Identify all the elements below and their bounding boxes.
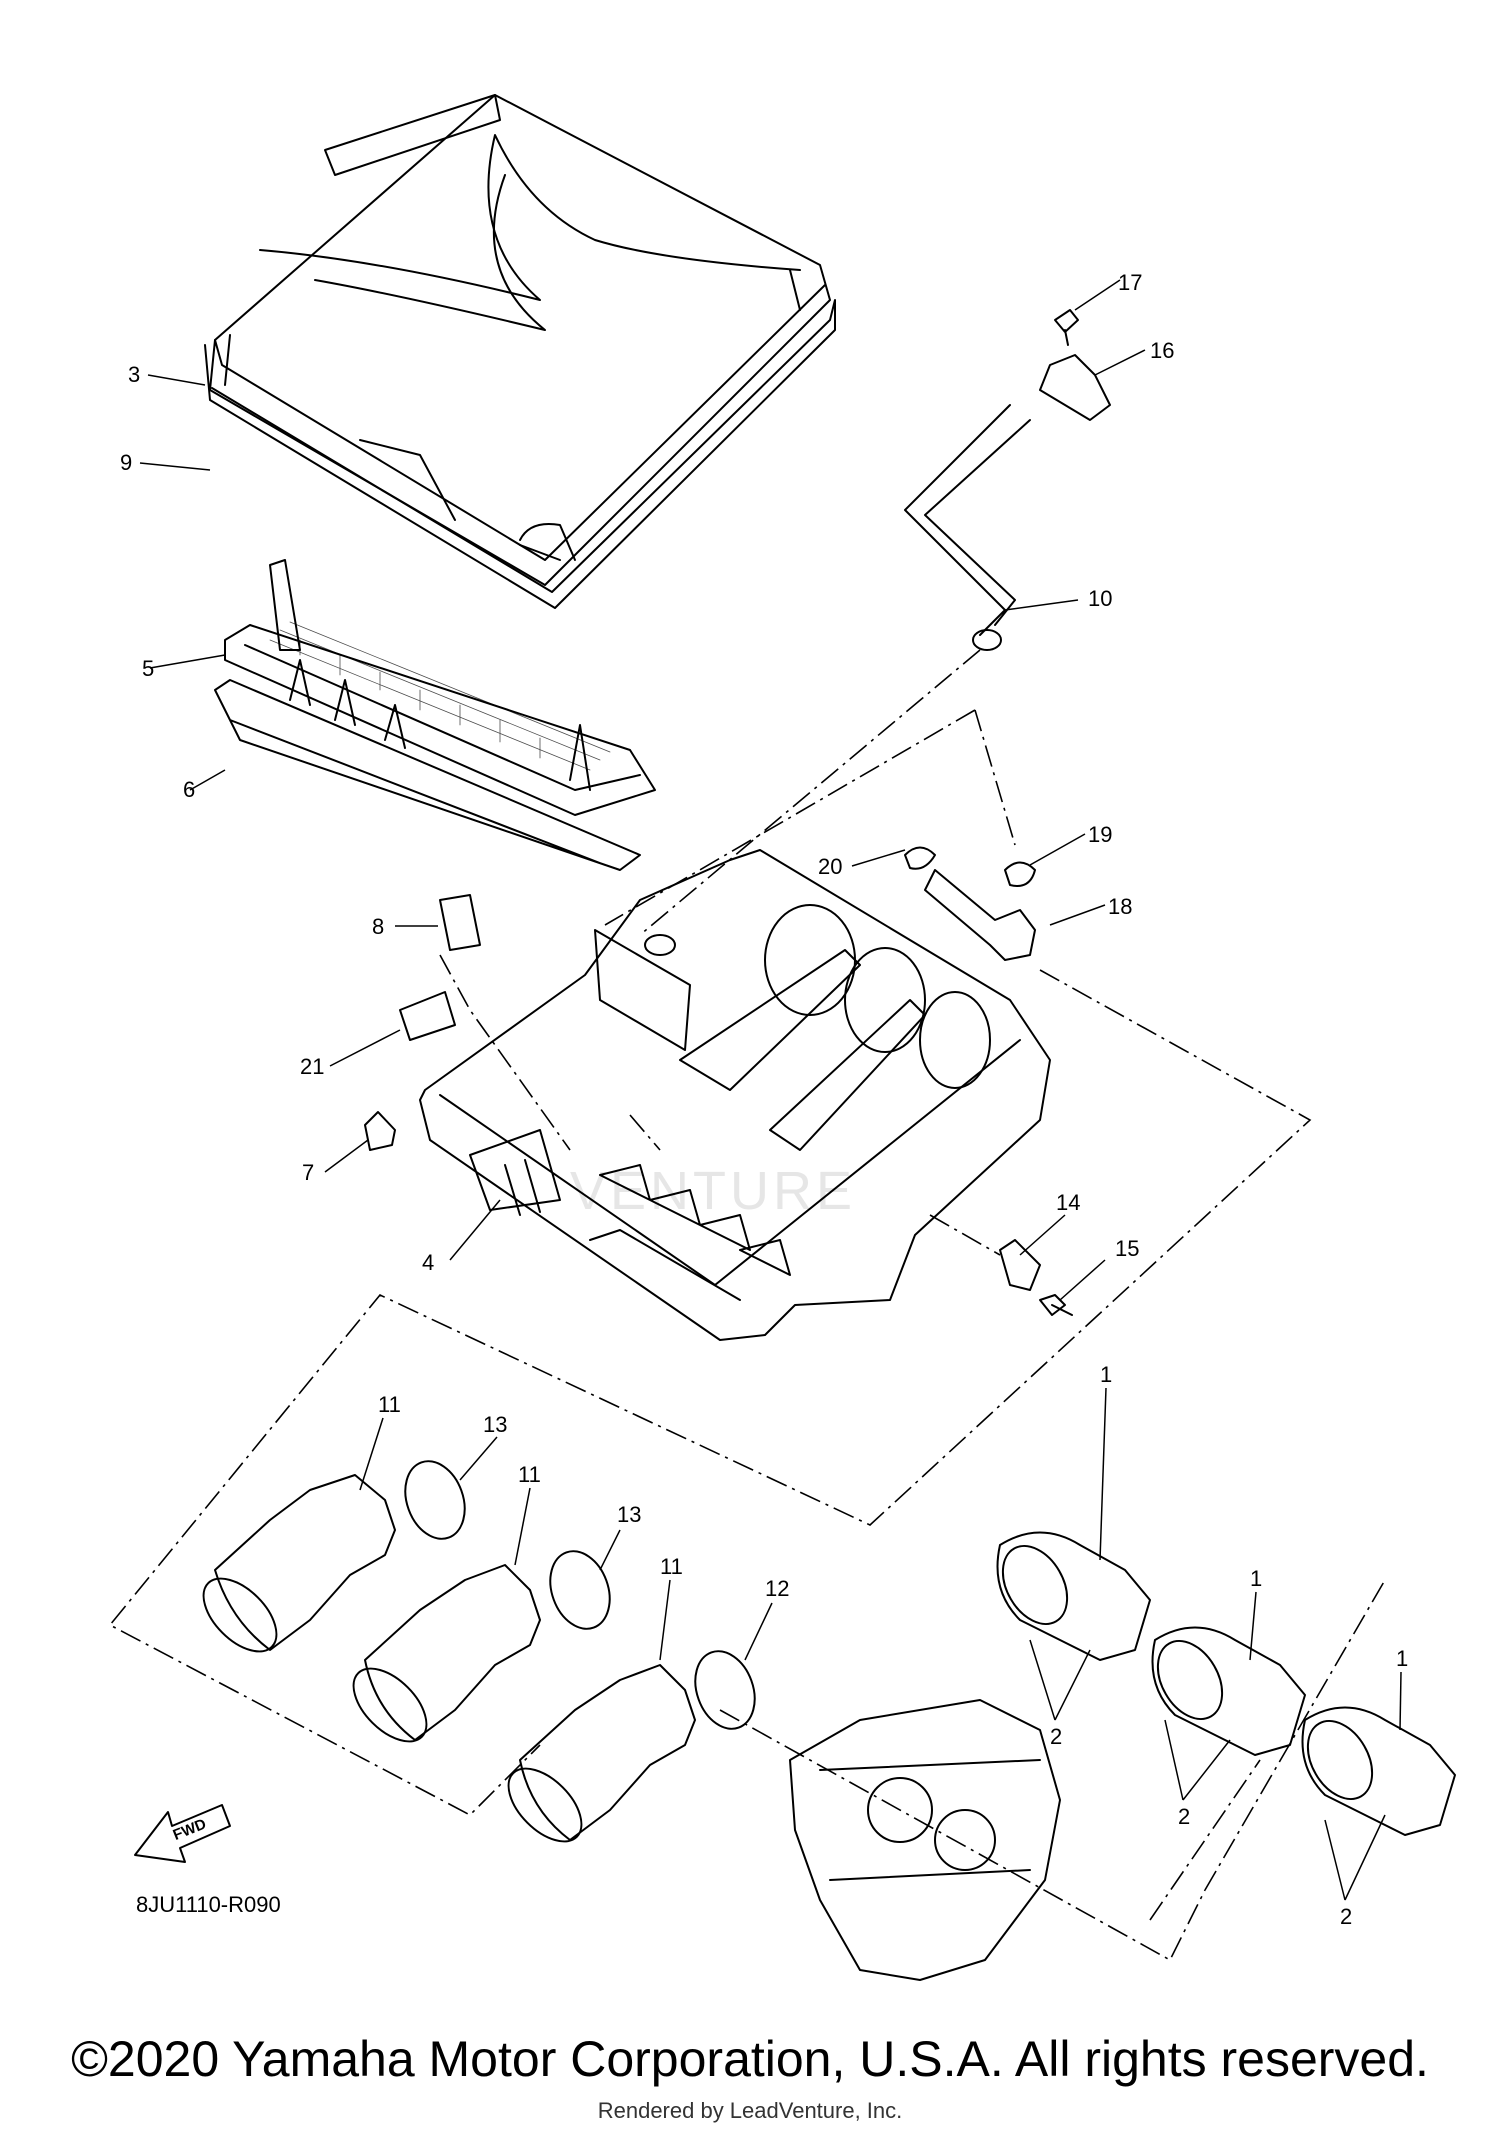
label-15: 15 xyxy=(1115,1236,1139,1261)
label-1c: 1 xyxy=(1396,1646,1408,1671)
label-12: 12 xyxy=(765,1576,789,1601)
label-11b: 11 xyxy=(518,1462,541,1487)
joints xyxy=(996,1531,1456,1836)
fwd-label: FWD xyxy=(171,1815,209,1844)
label-11a: 11 xyxy=(378,1392,401,1417)
label-20: 20 xyxy=(818,854,842,879)
hose-joint xyxy=(1039,354,1111,421)
label-8: 8 xyxy=(372,914,384,939)
label-14: 14 xyxy=(1056,1190,1080,1215)
label-9: 9 xyxy=(120,450,132,475)
throttle-body xyxy=(789,1699,1061,1981)
label-13b: 13 xyxy=(617,1502,641,1527)
diagram-code: 8JU1110-R090 xyxy=(136,1892,281,1917)
screw-15 xyxy=(1039,1294,1073,1316)
label-5: 5 xyxy=(142,656,154,681)
screw-17 xyxy=(1054,309,1079,346)
label-2c: 2 xyxy=(1340,1904,1352,1929)
fwd-arrow xyxy=(134,1804,231,1863)
air-filter-element xyxy=(224,559,656,816)
cover-gasket xyxy=(204,299,836,609)
label-4: 4 xyxy=(422,1250,434,1275)
label-21 xyxy=(399,991,456,1041)
reference-lines xyxy=(108,649,1386,1962)
label-2a: 2 xyxy=(1050,1724,1062,1749)
intake-funnels xyxy=(202,1474,696,1843)
clip-7 xyxy=(364,1111,396,1151)
label-19: 19 xyxy=(1088,822,1112,847)
sponge-8 xyxy=(439,894,481,951)
label-13a: 13 xyxy=(483,1412,507,1437)
label-11c: 11 xyxy=(660,1554,683,1579)
clamp-12 xyxy=(694,1650,756,1730)
clamp-13a xyxy=(404,1460,466,1540)
clamp-13b xyxy=(549,1550,611,1630)
label-2b: 2 xyxy=(1178,1804,1190,1829)
leader-lines xyxy=(139,279,1402,1901)
label-18: 18 xyxy=(1108,894,1132,919)
label-6: 6 xyxy=(183,777,195,802)
drain-plug-14 xyxy=(999,1239,1041,1291)
breather-hose xyxy=(904,404,1031,636)
rendered-by: Rendered by LeadVenture, Inc. xyxy=(597,2098,903,2123)
label-16: 16 xyxy=(1150,338,1174,363)
hose-end xyxy=(972,629,1002,651)
label-10: 10 xyxy=(1088,586,1112,611)
clamp-19 xyxy=(1004,861,1036,887)
label-7: 7 xyxy=(302,1160,314,1185)
label-21: 21 xyxy=(300,1054,324,1079)
clamp-20 xyxy=(904,846,936,870)
label-1b: 1 xyxy=(1250,1566,1262,1591)
air-box-case xyxy=(419,849,1051,1341)
filter-plate xyxy=(214,679,641,871)
air-box-cover xyxy=(209,94,831,586)
label-17: 17 xyxy=(1118,270,1142,295)
copyright-notice: ©2020 Yamaha Motor Corporation, U.S.A. A… xyxy=(71,2031,1429,2087)
label-3: 3 xyxy=(128,362,140,387)
drain-hose xyxy=(924,869,1036,961)
label-1a: 1 xyxy=(1100,1362,1112,1387)
